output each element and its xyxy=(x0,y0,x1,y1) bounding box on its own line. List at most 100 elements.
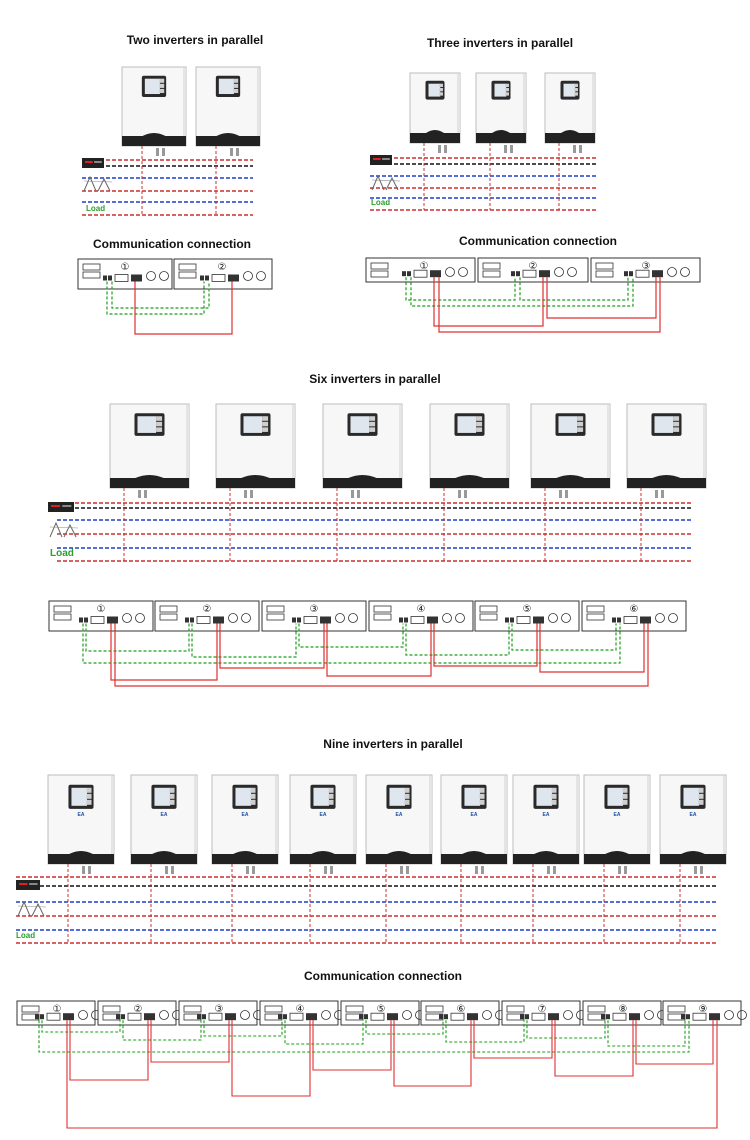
comm-slot xyxy=(479,613,498,621)
unit-number: ① xyxy=(121,262,130,273)
comm-port-dark xyxy=(548,1013,559,1021)
lcd-screen xyxy=(154,787,171,806)
panel-button xyxy=(169,787,175,793)
unit-number: ⑥ xyxy=(457,1004,466,1015)
battery-terminal-neg xyxy=(382,158,390,160)
comm-red-wire xyxy=(231,1020,311,1097)
comm-knob xyxy=(724,1010,734,1020)
comm-port xyxy=(612,1012,627,1021)
breaker xyxy=(481,866,484,874)
comm-knob xyxy=(644,1010,654,1020)
comm-pin xyxy=(606,1014,610,1020)
title-three-inverters: Three inverters in parallel xyxy=(427,36,573,50)
panel-button xyxy=(156,421,163,427)
inverter-unit xyxy=(195,66,261,147)
comm-slot xyxy=(587,1005,606,1013)
utility-tower-icon xyxy=(385,176,399,191)
comm-green-wire xyxy=(298,623,404,648)
comm-pin xyxy=(108,275,112,281)
comm-red-wire xyxy=(433,277,544,327)
unit-number: ② xyxy=(218,262,227,273)
comm-knob xyxy=(321,1010,331,1020)
breaker xyxy=(661,490,664,498)
comm-port-dark xyxy=(652,270,663,278)
comm-port-dark xyxy=(709,1013,720,1021)
battery-icon xyxy=(370,155,392,165)
panel-button xyxy=(673,427,680,432)
unit-number: ③ xyxy=(642,261,651,272)
comm-port xyxy=(289,1012,304,1021)
comm-module: ④ xyxy=(368,600,474,632)
comm-pin xyxy=(292,617,296,623)
panel-button xyxy=(159,88,165,94)
unit-number: ③ xyxy=(215,1004,224,1015)
comm-port xyxy=(211,274,226,282)
panel-button xyxy=(505,88,509,92)
comm-knob xyxy=(445,267,455,277)
title-six-inverters: Six inverters in parallel xyxy=(309,372,440,386)
utility-cable xyxy=(83,180,113,183)
battery-terminal-pos xyxy=(51,505,61,507)
comm-slot xyxy=(586,605,605,613)
inverter-base xyxy=(122,136,186,146)
comm-green-wire xyxy=(203,1020,283,1037)
comm-port-dark xyxy=(539,270,550,278)
inverter-unit xyxy=(475,72,527,144)
breaker xyxy=(351,490,354,498)
comm-pin xyxy=(686,1014,690,1020)
comm-knob xyxy=(563,1010,573,1020)
comm-knob xyxy=(554,267,564,277)
comm-slot xyxy=(53,605,72,613)
panel-button xyxy=(250,787,256,793)
comm-green-wire xyxy=(106,281,205,315)
unit-number: ⑤ xyxy=(377,1004,386,1015)
comm-knob xyxy=(240,1010,250,1020)
panel-button xyxy=(250,799,256,805)
inverter-base xyxy=(410,133,460,143)
breaker xyxy=(244,490,247,498)
lcd-screen xyxy=(683,787,700,806)
inverter-base-bump xyxy=(556,475,585,478)
comm-module: ⑥ xyxy=(420,1000,505,1026)
comm-slot xyxy=(425,1005,444,1013)
panel-button xyxy=(476,427,483,432)
comm-module: ③ xyxy=(261,600,367,632)
comm-red-wire xyxy=(433,623,538,667)
comm-knob xyxy=(737,1010,747,1020)
inverter-unit: EA xyxy=(440,774,508,865)
breaker xyxy=(406,866,409,874)
inverter-side-shade xyxy=(457,74,460,138)
comm-module: ② xyxy=(173,258,273,290)
comm-red-wire xyxy=(546,277,657,319)
panel-button xyxy=(328,793,334,799)
comm-port xyxy=(114,274,129,282)
inverter-base-bump xyxy=(492,130,510,133)
comm-red-wire xyxy=(312,1020,392,1071)
inverter-base-bump xyxy=(311,851,335,854)
comm-slot xyxy=(21,1005,40,1013)
comm-knob xyxy=(668,613,678,623)
panel-button xyxy=(86,793,92,799)
comm-pin xyxy=(444,1014,448,1020)
panel-button xyxy=(698,799,704,805)
unit-number: ④ xyxy=(417,604,426,615)
comm-module: ② xyxy=(477,257,589,283)
comm-pin xyxy=(399,617,403,623)
load-label: Load xyxy=(50,548,74,559)
title-two-inverters: Two inverters in parallel xyxy=(127,33,264,47)
comm-port-dark xyxy=(320,616,331,624)
inverter-unit: EA xyxy=(659,774,727,865)
comm-knob xyxy=(78,1010,88,1020)
breaker xyxy=(230,148,233,156)
comm-port-dark xyxy=(131,274,142,282)
comm-red-wire xyxy=(150,1020,230,1063)
breaker xyxy=(82,866,85,874)
comm-pin xyxy=(505,617,509,623)
comm-green-wire xyxy=(82,623,621,664)
comm-slot xyxy=(82,263,101,271)
breaker xyxy=(700,866,703,874)
comm-slot xyxy=(370,262,389,270)
inverter-base xyxy=(660,854,726,864)
panel-button xyxy=(505,92,509,96)
load-label: Load xyxy=(371,198,390,207)
